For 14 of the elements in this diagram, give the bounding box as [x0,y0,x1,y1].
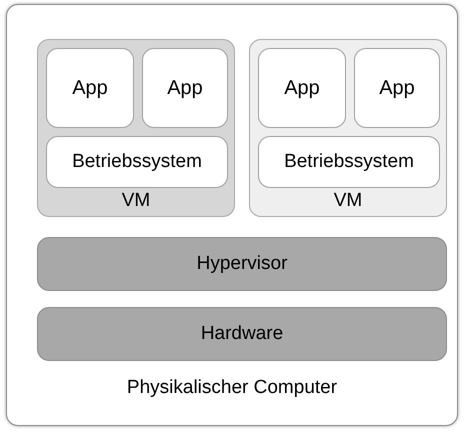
hypervisor-bar: Hypervisor [37,237,447,291]
computer-panel [6,4,458,426]
os-box: Betriebssystem [46,136,228,188]
panel-label: Physikalischer Computer [126,377,338,399]
os-box: Betriebssystem [258,136,440,188]
app-box: App [142,48,228,128]
hardware-bar: Hardware [37,307,447,361]
app-box: App [46,48,134,128]
vm-panel [37,39,235,217]
app-box: App [354,48,440,128]
vm-panel [249,39,447,217]
app-box: App [258,48,346,128]
panel-label: VM [120,190,152,212]
panel-label: VM [332,190,364,212]
